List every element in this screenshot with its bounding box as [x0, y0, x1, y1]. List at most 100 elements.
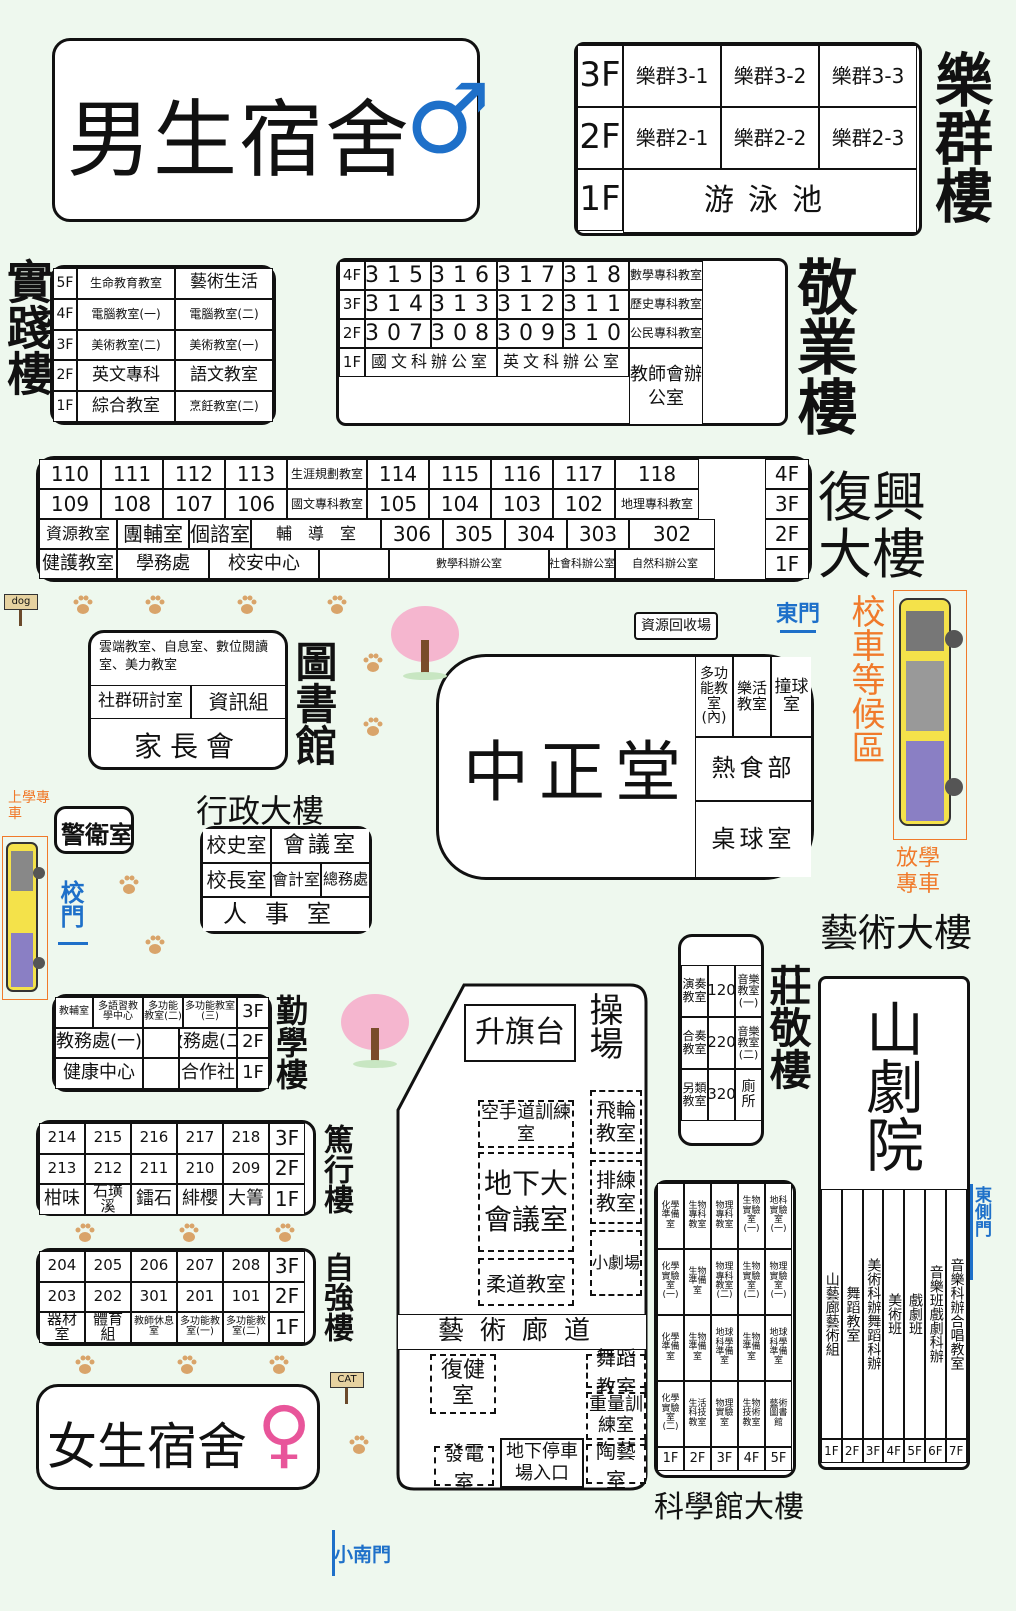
classroom: 201 — [177, 1281, 223, 1313]
classroom: 209 — [223, 1153, 269, 1185]
recycling-area[interactable]: 資源回收場 — [634, 612, 718, 640]
floor-label: 2F — [339, 319, 365, 348]
billiards-room: 撞球室 — [771, 657, 811, 737]
art-corridor: 藝術廊道 — [398, 1314, 646, 1350]
floor-label: 3F — [711, 1447, 738, 1471]
classroom: 112 — [163, 459, 225, 489]
classroom: 318 — [563, 261, 629, 290]
paw-print-icon — [145, 935, 165, 954]
classroom: 312 — [497, 290, 563, 319]
classroom: 220 — [708, 1017, 735, 1069]
dog-sign-post — [19, 610, 22, 626]
art-room: 山藝廊藝術組 — [821, 1189, 842, 1439]
lab-room: 化學實驗室(二) — [657, 1381, 684, 1447]
school-bus-west-icon[interactable] — [2, 836, 48, 1000]
ziqiang-building-label: 自強樓 — [318, 1252, 353, 1342]
music-room: 音樂教室(二) — [735, 1017, 762, 1069]
room: 304 — [505, 519, 567, 549]
classroom: 105 — [367, 489, 429, 519]
library-building[interactable]: 雲端教室、自息室、數位閱讀室、美力教室 社群研討室 資訊組 家長會 — [88, 630, 288, 770]
library-info-section: 資訊組 — [191, 685, 285, 719]
classroom: 電腦教室(一) — [77, 298, 175, 330]
floor-label: 1F — [53, 391, 77, 422]
classroom: 器材室 — [39, 1312, 85, 1343]
classroom: 204 — [39, 1251, 85, 1282]
zhongzheng-hall[interactable]: 中正堂 多功能教室(內) 樂活教室 撞球室 熱食部 桌球室 — [436, 654, 814, 880]
lab-room: 化學準備室 — [657, 1315, 684, 1381]
guard-room[interactable]: 警衛室 — [54, 806, 134, 854]
boys-dorm-title: 男生宿舍 — [67, 91, 412, 189]
floor-label: 5F — [765, 1447, 792, 1471]
school-gate-label[interactable]: 校門 — [56, 880, 84, 928]
flag-stage: 升旗台 — [464, 1004, 576, 1062]
subject-classroom: 數學專科教室 — [629, 261, 703, 290]
east-side-gate-label[interactable]: 東側門 — [971, 1186, 991, 1237]
floor-label: 1F — [237, 1058, 269, 1089]
room: 輔 導 室 — [251, 519, 381, 549]
lab-room: 地科實驗室(一) — [765, 1183, 792, 1249]
art-building[interactable]: 山劇院 山藝廊藝術組舞蹈教室美術科辦舞蹈科辦美術班戲劇班音樂班戲劇科辦音樂科辦合… — [818, 976, 970, 1470]
subject-classroom: 歷史專科教室 — [629, 290, 703, 319]
music-room: 音樂教室(一) — [735, 965, 762, 1017]
room: 多功能教室(二) — [143, 997, 183, 1028]
girls-dorm-box[interactable]: 女生宿舍 ♀ — [36, 1384, 320, 1490]
admin-building[interactable]: 校史室 會議室 校長室 會計室 總務處 人事室 — [200, 826, 372, 934]
floor-label: 3F — [53, 329, 77, 361]
floor-label: 2F — [765, 519, 809, 549]
classroom: 101 — [223, 1281, 269, 1313]
lab-room: 生物專科教室 — [684, 1183, 711, 1249]
floor-label: 5F — [904, 1439, 925, 1463]
qinxue-building[interactable]: 教輔室多語習教學中心多功能教室(二)多功能教室(三)教務處(一)教務處(二)健康… — [52, 994, 272, 1092]
classroom: 樂群2-2 — [721, 107, 819, 169]
classroom: 211 — [131, 1153, 177, 1185]
classroom: 320 — [708, 1069, 735, 1121]
classroom: 115 — [429, 459, 491, 489]
admin-building-label: 行政大樓 — [196, 792, 325, 830]
duxing-building-label: 篤行樓 — [318, 1124, 353, 1214]
floor-label: 4F — [53, 298, 77, 330]
lab-room: 生物實驗室(二) — [738, 1249, 765, 1315]
classroom: 120 — [708, 965, 735, 1017]
music-room: 合奏教室 — [681, 1017, 708, 1069]
classroom: 301 — [131, 1281, 177, 1313]
lab-room: 生活科技教室 — [684, 1381, 711, 1447]
zhuangjing-building-label: 莊敬樓 — [763, 964, 812, 1090]
classroom: 216 — [131, 1123, 177, 1154]
east-gate-line — [780, 630, 816, 633]
floor-label: 3F — [862, 1439, 884, 1463]
lab-room: 生物準備室 — [684, 1249, 711, 1315]
classroom: 多功能教室(一) — [177, 1312, 223, 1343]
art-room: 音樂班戲劇科辦 — [925, 1189, 946, 1439]
floor-label: 1F — [765, 549, 809, 579]
dog-sign-board: dog — [4, 594, 38, 610]
east-gate-label[interactable]: 東門 — [776, 602, 821, 627]
south-gate-label[interactable]: 小南門 — [334, 1544, 392, 1566]
cherry-tree-icon — [341, 994, 409, 1068]
floor-label: 3F — [765, 489, 809, 519]
school-bus-east-icon[interactable] — [893, 590, 967, 840]
boys-dorm-box[interactable]: 男生宿舍 ♂ — [52, 38, 491, 222]
playground-complex[interactable]: 升旗台 操場 空手道訓練室 地下大會議室 柔道教室 飛輪教室 排練教室 小劇場 … — [394, 982, 650, 1494]
floor-label: 4F — [883, 1439, 905, 1463]
classroom: 215 — [85, 1123, 131, 1154]
chinese-office: 國文科辦公室 — [365, 348, 497, 377]
art-room: 美術班 — [883, 1189, 905, 1439]
classroom: 石璜溪 — [85, 1184, 131, 1215]
restroom: 廁所 — [735, 1069, 762, 1121]
shijian-building-label: 實踐樓 — [0, 258, 54, 396]
classroom: 大箐 — [223, 1184, 269, 1215]
music-room: 另類教室 — [681, 1069, 708, 1121]
room — [319, 549, 389, 579]
library-parents-association: 家長會 — [133, 730, 242, 763]
art-room: 美術科辦舞蹈科辦 — [862, 1189, 884, 1439]
subject-classroom: 公民專科教室 — [629, 319, 703, 348]
science-building[interactable]: 化學準備室生物專科教室物理專科教室生物實驗室(一)地科實驗室(一)化學實驗室(一… — [654, 1180, 796, 1478]
classroom: 多功能教室(二) — [223, 1312, 269, 1343]
